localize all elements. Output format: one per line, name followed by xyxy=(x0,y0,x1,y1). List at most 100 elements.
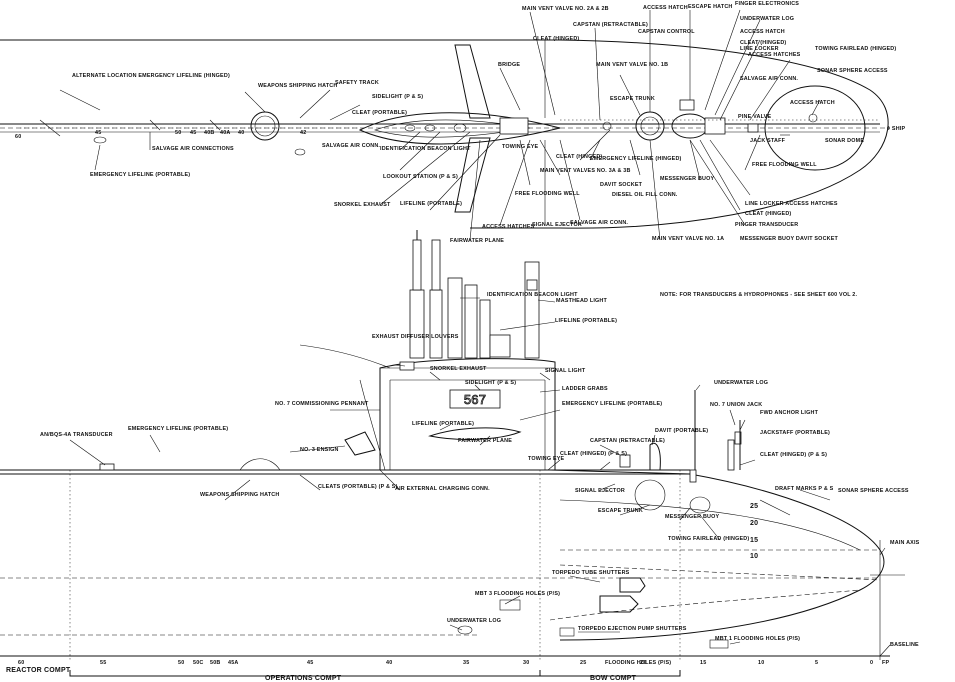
callout: SONAR SPHERE ACCESS xyxy=(838,488,909,494)
callout: PINGER TRANSDUCER xyxy=(735,222,798,228)
callout: SIDELIGHT (P & S) xyxy=(372,94,423,100)
callout: SIGNAL LIGHT xyxy=(545,368,586,374)
callout: TOWING EYE xyxy=(502,144,539,150)
callout: SONAR SPHERE ACCESS xyxy=(817,68,888,74)
svg-text:20: 20 xyxy=(750,520,758,527)
svg-text:10: 10 xyxy=(750,553,758,560)
callout: MESSENGER BUOY DAVIT SOCKET xyxy=(740,236,839,242)
callout: CAPSTAN (RETRACTABLE) xyxy=(573,22,648,28)
callout: EMERGENCY LIFELINE (PORTABLE) xyxy=(128,426,228,432)
callout: MAIN AXIS xyxy=(890,540,920,546)
profile-fairwater-plane xyxy=(428,427,522,440)
callout: JACKSTAFF (PORTABLE) xyxy=(760,430,830,436)
callout: ACCESS HATCHES xyxy=(748,52,801,58)
callout: SALVAGE AIR CONNECTIONS xyxy=(152,146,234,152)
callout: UNDERWATER LOG xyxy=(740,16,794,22)
compartment-bracket-bow xyxy=(539,670,681,677)
callout: JACK STAFF xyxy=(750,138,786,144)
plan-sail-outline xyxy=(358,112,561,145)
callout: LIFELINE (PORTABLE) xyxy=(412,421,474,427)
profile-sail xyxy=(379,358,556,470)
callout: PINE VALVE xyxy=(738,114,771,120)
callout: LINE LOCKER xyxy=(740,46,779,52)
callout: SNORKEL EXHAUST xyxy=(430,366,487,372)
profile-frame-number: 25 xyxy=(580,660,586,666)
callout: FREE FLOODING WELL xyxy=(515,191,580,197)
callout: LIFELINE (PORTABLE) xyxy=(555,318,617,324)
callout: CAPSTAN (RETRACTABLE) xyxy=(590,438,665,444)
profile-torpedo-tube-shutter-2 xyxy=(619,577,646,593)
profile-masts xyxy=(399,230,540,371)
callout: TOWING FAIRLEAD (HINGED) xyxy=(668,536,749,542)
profile-frame-number: 30 xyxy=(523,660,529,666)
callout: EMERGENCY LIFELINE (HINGED) xyxy=(590,156,682,162)
plan-sonar-dome xyxy=(764,85,866,171)
callout: ESCAPE HATCH xyxy=(688,4,733,10)
callout: DAVIT (PORTABLE) xyxy=(655,428,708,434)
callout: TOWING FAIRLEAD (HINGED) xyxy=(815,46,896,52)
callout: MASTHEAD LIGHT xyxy=(556,298,608,304)
callout: MAIN VENT VALVE NO. 1B xyxy=(596,62,668,68)
plan-frame-number: 60 xyxy=(15,134,21,140)
callout: MESSENGER BUOY xyxy=(665,514,720,520)
compartment-operations: OPERATIONS COMPT xyxy=(265,675,342,682)
profile-leader-lines xyxy=(69,297,891,657)
profile-transducer xyxy=(99,463,115,471)
callout: FWD ANCHOR LIGHT xyxy=(760,410,819,416)
callout: BRIDGE xyxy=(498,62,520,68)
callout: MAIN VENT VALVE NO. 2A & 2B xyxy=(522,6,609,12)
plan-view-callouts: ALTERNATE LOCATION EMERGENCY LIFELINE (H… xyxy=(15,1,905,244)
profile-view-callouts: IDENTIFICATION BEACON LIGHT MASTHEAD LIG… xyxy=(40,292,920,666)
callout: LINE LOCKER ACCESS HATCHES xyxy=(745,201,838,207)
sail-hull-number: 567 xyxy=(464,392,486,407)
profile-frame-number: 35 xyxy=(463,660,469,666)
profile-frame-scale: 60 55 50 50C 50B 45A 45 40 35 30 25 20 1… xyxy=(18,660,889,666)
plan-view xyxy=(0,9,890,241)
callout: IDENTIFICATION BEACON LIGHT xyxy=(380,146,471,152)
profile-bow-hull xyxy=(549,469,885,641)
callout: IDENTIFICATION BEACON LIGHT xyxy=(487,292,578,298)
callout: FLOODING HOLES (P/S) xyxy=(605,660,671,666)
plan-leader-lines xyxy=(59,9,821,241)
callout: CLEAT (HINGED) xyxy=(556,154,602,160)
profile-frame-number: 50 xyxy=(178,660,184,666)
plan-fairwater-plane-upper xyxy=(454,44,491,119)
callout: AIR EXTERNAL CHARGING CONN. xyxy=(395,486,490,492)
callout: SIGNAL EJECTOR xyxy=(575,488,625,494)
callout: SIDELIGHT (P & S) xyxy=(465,380,516,386)
plan-ship-centerline-label: ¢ SHIP xyxy=(887,126,905,132)
callout: DIESEL OIL FILL CONN. xyxy=(612,192,678,198)
callout: LADDER GRABS xyxy=(562,386,608,392)
profile-frame-number: 20 xyxy=(640,660,646,666)
profile-frame-number: 10 xyxy=(758,660,764,666)
callout: EXHAUST DIFFUSER LOUVERS xyxy=(372,334,459,340)
callout: MAIN VENT VALVE NO. 1A xyxy=(652,236,724,242)
plan-frame-number: 45 xyxy=(190,130,196,136)
callout: TORPEDO EJECTION PUMP SHUTTERS xyxy=(578,626,687,632)
callout: CLEAT (HINGED) (P & S) xyxy=(560,451,627,457)
callout: CAPSTAN CONTROL xyxy=(638,29,695,35)
callout: FINGER ELECTRONICS xyxy=(735,1,799,7)
profile-frame-number: 40 xyxy=(386,660,392,666)
profile-torpedo-tube-shutter-1 xyxy=(599,595,639,613)
callout: MESSENGER BUOY xyxy=(660,176,715,182)
plan-deck-outline xyxy=(0,39,889,229)
callout: EMERGENCY LIFELINE (PORTABLE) xyxy=(90,172,190,178)
svg-text:15: 15 xyxy=(750,537,758,544)
callout: NO. 3 ENSIGN xyxy=(300,447,339,453)
callout: MAIN VENT VALVES NO. 3A & 3B xyxy=(540,168,631,174)
callout: ALTERNATE LOCATION EMERGENCY LIFELINE (H… xyxy=(72,73,230,79)
profile-frame-number: 50C xyxy=(193,660,204,666)
plan-escape-hatch xyxy=(635,111,665,141)
callout: DRAFT MARKS P & S xyxy=(775,486,834,492)
callout: ACCESS HATCH xyxy=(790,100,835,106)
profile-draft-marks: 25 20 15 10 xyxy=(750,503,758,560)
plan-frame-number: 40 xyxy=(238,130,244,136)
callout: FAIRWATER PLANE xyxy=(458,438,512,444)
callout: EMERGENCY LIFELINE (PORTABLE) xyxy=(562,401,662,407)
callout: BASELINE xyxy=(890,642,919,648)
callout: ACCESS HATCH xyxy=(643,5,688,11)
callout: CLEAT (PORTABLE) xyxy=(352,110,407,116)
callout: SAFETY TRACK xyxy=(335,80,379,86)
